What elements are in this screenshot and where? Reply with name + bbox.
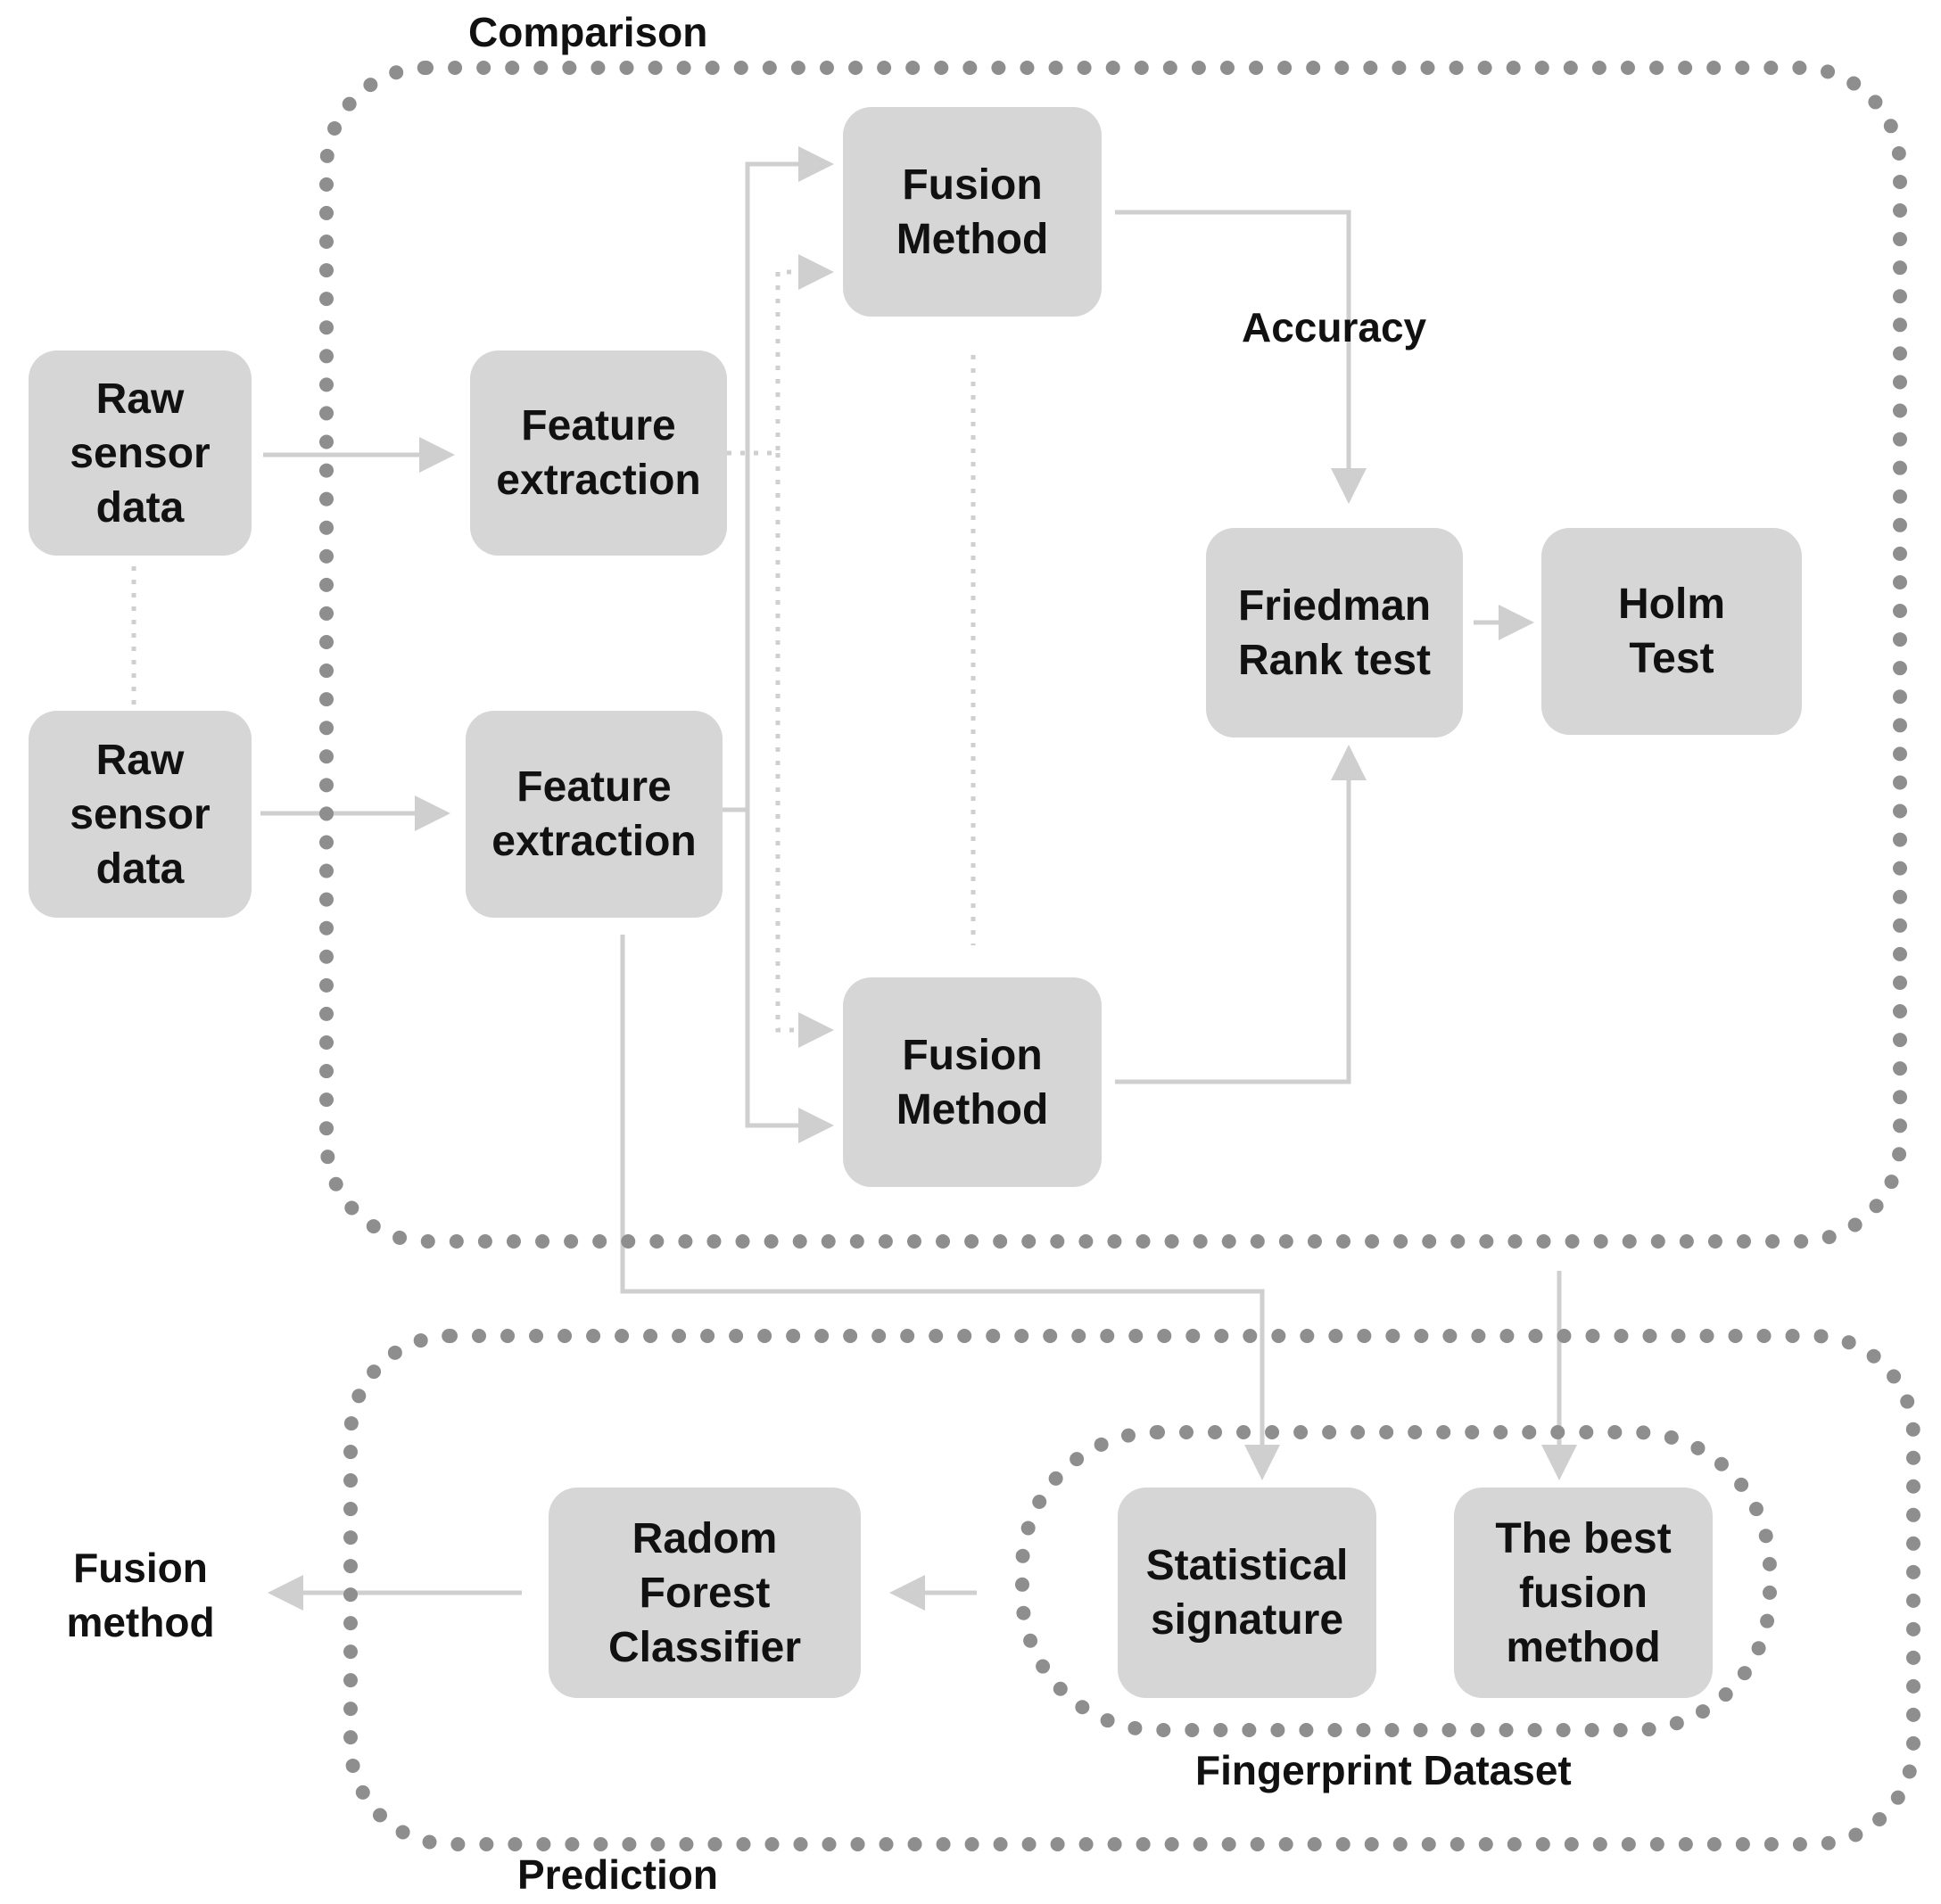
arrow-feature1-to-fusion2-dotted	[775, 453, 834, 1048]
friedman-rank-test-node: Friedman Rank test	[1206, 528, 1463, 738]
arrow-feature2-to-fusion1	[723, 146, 834, 812]
random-forest-classifier-node: Radom Forest Classifier	[549, 1488, 861, 1698]
prediction-group	[343, 1329, 1920, 1851]
raw-sensor-data-node-2: Raw sensor data	[29, 711, 252, 918]
fusion-method-node-1: Fusion Method	[843, 107, 1102, 317]
raw-sensor-data-node-1: Raw sensor data	[29, 350, 252, 556]
arrow-fusion1-to-friedman	[1115, 210, 1367, 504]
feature-extraction-node-1: Feature extraction	[470, 350, 727, 556]
comparison-group	[319, 61, 1907, 1249]
best-fusion-method-node: The best fusion method	[1454, 1488, 1713, 1698]
arrow-feature2-to-signature	[620, 935, 1280, 1480]
holm-test-node: Holm Test	[1541, 528, 1802, 735]
arrow-feature1-to-fusion1-dotted	[727, 254, 834, 456]
fusion-method-output-label: Fusion method	[66, 1545, 215, 1645]
fingerprint-dataset-title: Fingerprint Dataset	[1195, 1747, 1572, 1793]
arrow-fusion2-to-friedman	[1115, 745, 1367, 1084]
comparison-title: Comparison	[468, 9, 708, 55]
prediction-title: Prediction	[517, 1851, 718, 1898]
accuracy-label: Accuracy	[1242, 304, 1427, 350]
arrow-feature2-to-fusion2	[745, 810, 834, 1143]
statistical-signature-node: Statistical signature	[1118, 1488, 1376, 1698]
feature-extraction-node-2: Feature extraction	[466, 711, 723, 918]
fusion-method-node-2: Fusion Method	[843, 977, 1102, 1187]
